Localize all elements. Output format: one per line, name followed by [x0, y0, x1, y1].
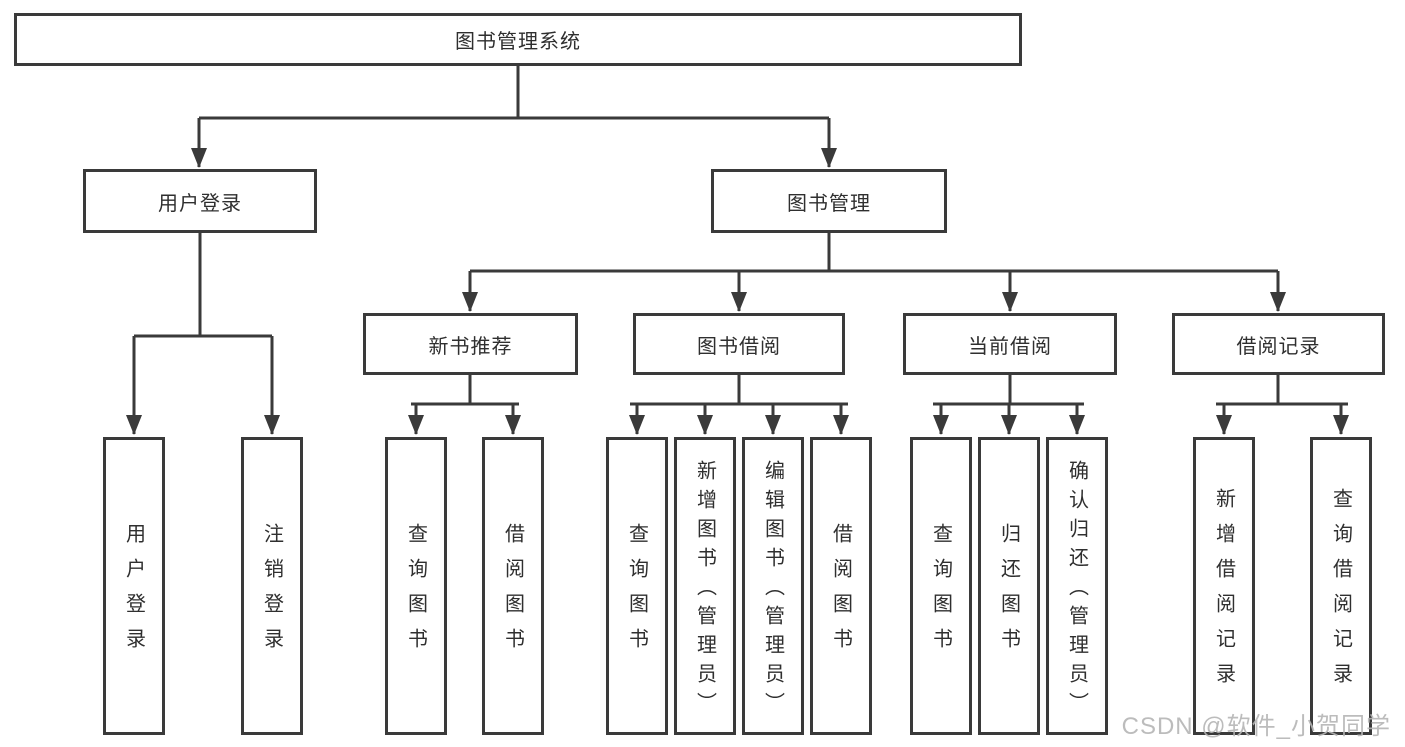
leaf-query-books-borrowing-label: 查询图书 [625, 523, 648, 663]
node-book-borrowing: 图书借阅 [633, 313, 845, 375]
node-user-login: 用户登录 [83, 169, 317, 233]
node-book-management: 图书管理 [711, 169, 947, 233]
leaf-user-login: 用户登录 [103, 437, 165, 735]
node-new-book-recommend: 新书推荐 [363, 313, 578, 375]
leaf-add-borrow-record-label: 新增借阅记录 [1212, 488, 1235, 698]
leaf-query-borrow-record-label: 查询借阅记录 [1329, 488, 1352, 698]
leaf-logout-label: 注销登录 [260, 523, 283, 663]
leaf-return-book: 归还图书 [978, 437, 1040, 735]
leaf-logout: 注销登录 [241, 437, 303, 735]
leaf-add-book-admin: 新增图书（管理员） [674, 437, 736, 735]
leaf-confirm-return-admin-label: 确认归还（管理员） [1065, 459, 1088, 721]
node-user-login-label: 用户登录 [158, 192, 242, 215]
node-current-borrowing: 当前借阅 [903, 313, 1117, 375]
leaf-query-books-recommend-label: 查询图书 [404, 523, 427, 663]
leaf-add-book-admin-label: 新增图书（管理员） [693, 459, 716, 721]
leaf-borrow-books-recommend: 借阅图书 [482, 437, 544, 735]
leaf-add-borrow-record: 新增借阅记录 [1193, 437, 1255, 735]
node-current-borrowing-label: 当前借阅 [968, 335, 1052, 358]
leaf-query-borrow-record: 查询借阅记录 [1310, 437, 1372, 735]
leaf-borrow-books-borrowing: 借阅图书 [810, 437, 872, 735]
node-borrow-records-label: 借阅记录 [1236, 335, 1321, 358]
leaf-query-books-current-label: 查询图书 [929, 523, 952, 663]
leaf-borrow-books-recommend-label: 借阅图书 [501, 523, 524, 663]
node-library-management-system: 图书管理系统 [14, 13, 1022, 66]
leaf-user-login-label: 用户登录 [122, 523, 145, 663]
leaf-confirm-return-admin: 确认归还（管理员） [1046, 437, 1108, 735]
leaf-query-books-borrowing: 查询图书 [606, 437, 668, 735]
csdn-watermark: CSDN @软件_小贺同学 [1121, 713, 1391, 740]
leaf-query-books-current: 查询图书 [910, 437, 972, 735]
leaf-borrow-books-borrowing-label: 借阅图书 [829, 523, 852, 663]
leaf-return-book-label: 归还图书 [997, 523, 1020, 663]
node-borrow-records: 借阅记录 [1172, 313, 1385, 375]
node-book-borrowing-label: 图书借阅 [697, 335, 781, 358]
node-new-book-recommend-label: 新书推荐 [428, 335, 513, 358]
leaf-edit-book-admin: 编辑图书（管理员） [742, 437, 804, 735]
node-root-label: 图书管理系统 [455, 31, 581, 53]
node-book-management-label: 图书管理 [787, 192, 871, 215]
leaf-edit-book-admin-label: 编辑图书（管理员） [761, 459, 784, 721]
leaf-query-books-recommend: 查询图书 [385, 437, 447, 735]
